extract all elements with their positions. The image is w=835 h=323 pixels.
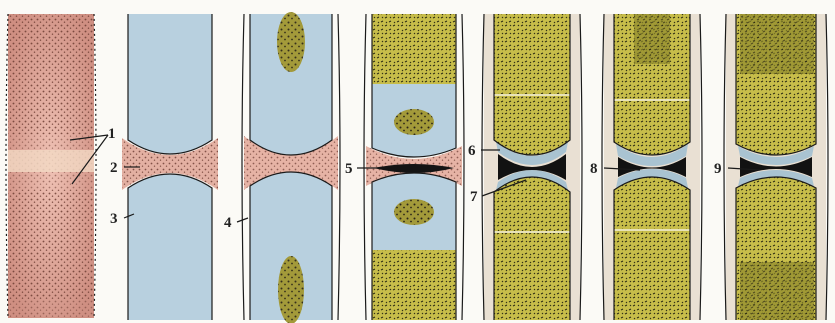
label-9: 9 <box>714 161 722 177</box>
label-2: 2 <box>110 160 118 176</box>
label-4: 4 <box>224 215 232 231</box>
stage-4-secondary-centres <box>364 14 464 320</box>
stage-7-adult-joint <box>724 14 828 320</box>
label-1: 1 <box>108 126 116 142</box>
label-3: 3 <box>110 211 118 227</box>
label-7: 7 <box>470 189 478 205</box>
label-6: 6 <box>468 143 476 159</box>
label-4-group: 4 <box>224 215 248 231</box>
label-5: 5 <box>345 161 353 177</box>
label-8: 8 <box>590 161 598 177</box>
stage-5-synovial-joint <box>482 14 582 320</box>
stage-3-primary-ossification <box>242 12 340 323</box>
stage-6-mature-joint <box>602 14 702 320</box>
stage-1-mesenchyme <box>6 14 96 318</box>
